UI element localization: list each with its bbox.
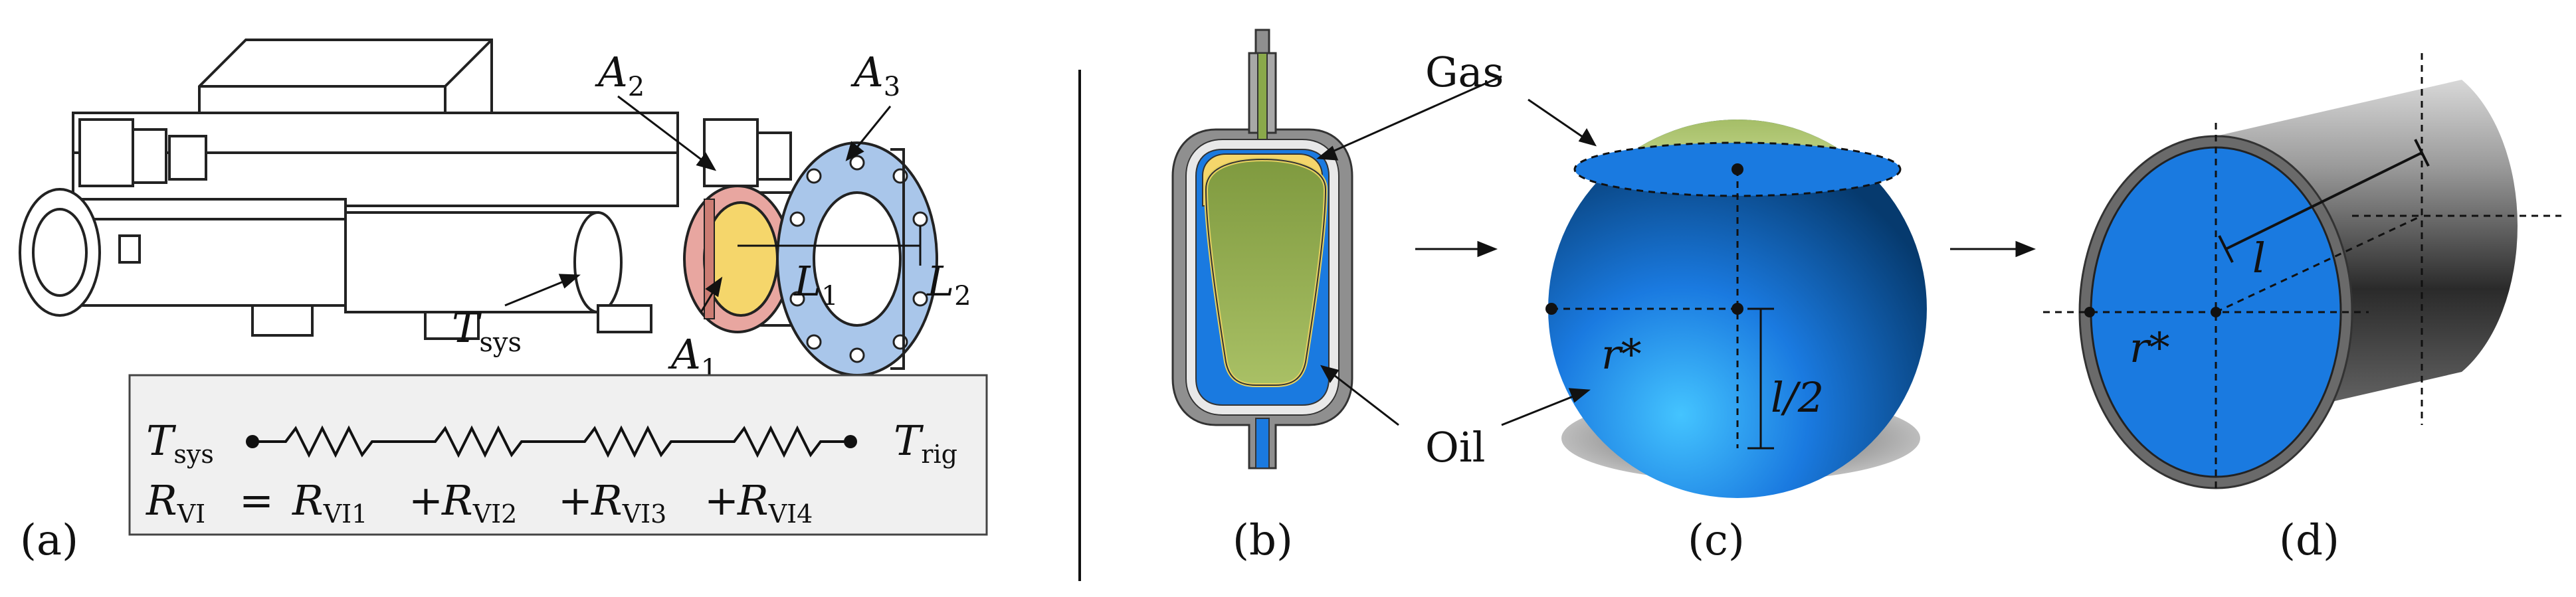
label-a3: A3: [850, 48, 900, 102]
label-tsys: Tsys: [452, 303, 522, 358]
eq-plus-2: +: [558, 476, 593, 525]
label-a2: A2: [595, 48, 644, 102]
oil-port: [1255, 418, 1270, 469]
label-r-star-c: r*: [1601, 330, 1642, 379]
eq-plus-3: +: [704, 476, 739, 525]
eq-plus-1: +: [409, 476, 443, 525]
eq-equals: =: [239, 476, 274, 525]
label-gas: Gas: [1425, 48, 1504, 96]
arrow-c-to-d: [1950, 240, 2036, 258]
label-l1: L1: [793, 257, 839, 311]
a2-face: [703, 201, 779, 317]
caption-d: (d): [2279, 516, 2339, 565]
caption-b: (b): [1233, 516, 1293, 565]
thermal-resistance-network: [246, 425, 857, 458]
panel-d: l r* (d): [2043, 53, 2561, 565]
eq-r-vi: RVI: [146, 476, 205, 529]
panel-a-arrows: [504, 95, 922, 313]
hatched-wall: [704, 199, 715, 319]
thermal-resistance-box: [128, 374, 988, 536]
caption-a: (a): [20, 516, 78, 565]
caption-c: (c): [1688, 516, 1745, 565]
a3-flange: [776, 141, 938, 377]
panel-b: (b): [1171, 29, 1353, 565]
panel-c: Gas Oil r* l/2 (c): [1316, 48, 1927, 565]
arrow-b-to-c: [1415, 240, 1498, 258]
label-l2: L2: [926, 257, 971, 311]
panel-a: A2 A3 A1 L1 L2 Tsys Tsys Trig RVI = RVI1…: [19, 39, 988, 565]
eq-t-sys: Tsys: [146, 416, 214, 469]
label-l-half: l/2: [1771, 373, 1824, 422]
eq-r-vi3: RVI3: [591, 476, 666, 529]
label-l: l: [2252, 234, 2266, 282]
label-a1: A1: [668, 330, 718, 384]
label-r-star-d: r*: [2130, 323, 2170, 372]
eq-r-vi4: RVI4: [737, 476, 813, 529]
label-oil: Oil: [1425, 423, 1486, 471]
eq-t-rig: Trig: [894, 416, 957, 469]
eq-r-vi2: RVI2: [441, 476, 517, 529]
eq-r-vi1: RVI1: [292, 476, 367, 529]
